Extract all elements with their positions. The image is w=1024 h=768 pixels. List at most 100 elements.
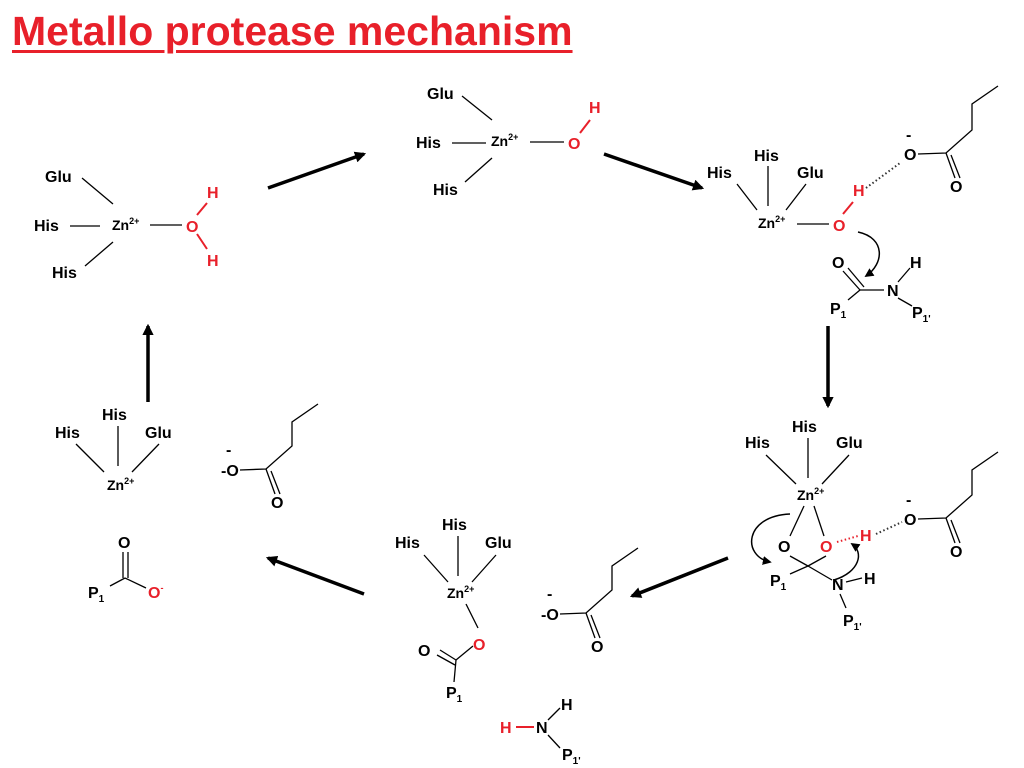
glutamate-carboxylate: - -O O	[221, 403, 319, 512]
zn-o-bond	[789, 505, 805, 537]
page-title: Metallo protease mechanism	[12, 8, 573, 54]
carbonyl-bond	[436, 654, 456, 666]
his-label: His	[34, 218, 59, 235]
his-label: His	[442, 517, 467, 534]
his-label: His	[792, 419, 817, 436]
c-o-bond	[124, 577, 147, 589]
his-label: His	[395, 535, 420, 552]
glutamate-chain	[239, 403, 319, 471]
p1-group: P1	[770, 573, 787, 593]
carbonyl-bond	[590, 614, 601, 639]
glu-label: Glu	[45, 169, 72, 186]
n-h-bond	[897, 267, 911, 283]
carbonyl-bond	[842, 270, 861, 291]
carbonyl-bond	[847, 267, 865, 288]
hydrogen-bond	[836, 535, 859, 543]
o-h-bond	[579, 119, 591, 134]
hydroxide-hydrogen: H	[853, 183, 865, 200]
o-h-bond	[196, 202, 208, 216]
zn-o-bond	[465, 603, 479, 629]
his-zn-bond	[765, 454, 797, 485]
zinc-ion: Zn2+	[758, 214, 785, 231]
transferring-hydrogen: H	[860, 528, 872, 545]
glu-zn-bond	[461, 95, 493, 121]
zinc-ion: Zn2+	[797, 486, 824, 503]
glu-label: Glu	[797, 165, 824, 182]
glu-label: Glu	[485, 535, 512, 552]
glu-zn-bond	[81, 177, 114, 205]
carbonyl-oxygen: O	[591, 639, 603, 656]
c-o-bond	[789, 555, 809, 567]
hydroxide-oxygen: O	[568, 136, 580, 153]
carbonyl-oxygen: O	[950, 179, 962, 196]
carboxylate-charge: -	[547, 586, 552, 603]
hydroxide-hydrogen: H	[589, 100, 601, 117]
electron-arrow	[857, 231, 881, 277]
p1-group: P1	[446, 685, 463, 705]
his-zn-bond	[464, 157, 493, 183]
p1prime-group: P1'	[912, 305, 931, 325]
amine-hydrogen: H	[864, 571, 876, 588]
n-p1prime-bond	[897, 297, 913, 307]
zinc-water-complex: Glu His His Zn2+ O H H	[34, 169, 219, 282]
oxyanion-oxygen: O	[778, 539, 790, 556]
reaction-arrow	[267, 151, 367, 190]
carbonyl-oxygen: O	[418, 643, 430, 660]
water-hydrogen: H	[207, 253, 219, 270]
glu-label: Glu	[836, 435, 863, 452]
carbonyl-bond	[950, 154, 961, 179]
carboxylate-oxygen: -O	[221, 463, 239, 480]
carbonyl-oxygen: O	[118, 535, 130, 552]
glutamate-chain	[917, 85, 999, 155]
his-zn-bond	[423, 554, 449, 583]
zinc-product-complex: His His Glu Zn2+ O O P1	[395, 517, 512, 705]
zinc-ion: Zn2+	[112, 216, 139, 233]
electron-arrow	[750, 513, 791, 565]
p1-group: P1	[88, 585, 105, 605]
electron-arrow	[833, 542, 861, 581]
reaction-arrow	[603, 152, 705, 191]
water-hydrogen: H	[207, 185, 219, 202]
his-zn-bond	[84, 241, 114, 267]
p1-bond	[847, 289, 861, 301]
his-label: His	[707, 165, 732, 182]
glutamate-carboxylate: - -O O	[541, 547, 639, 656]
free-zinc-center: His His Glu Zn2+	[55, 407, 172, 493]
carboxylate-charge: -	[906, 492, 911, 509]
glutamate-chain	[559, 547, 639, 615]
zinc-ion: Zn2+	[107, 476, 134, 493]
carboxylate-oxygen: O	[904, 512, 916, 529]
c-p1-bond	[789, 565, 809, 575]
carboxylate-oxygen: O	[904, 147, 916, 164]
glu-zn-bond	[821, 454, 850, 485]
carbonyl-oxygen: O	[271, 495, 283, 512]
glu-label: Glu	[145, 425, 172, 442]
amine-nitrogen: N	[536, 720, 548, 737]
reaction-arrow	[265, 555, 365, 596]
carboxylate-oxygen: -O	[541, 607, 559, 624]
c-p1-bond	[453, 659, 457, 683]
c-o-bond	[455, 645, 474, 661]
carbonyl-bond	[945, 517, 956, 544]
glutamate-chain	[917, 451, 999, 520]
glu-zn-bond	[471, 554, 497, 583]
amine-nitrogen: N	[832, 577, 844, 594]
amide-nitrogen: N	[887, 283, 899, 300]
zinc-ion: Zn2+	[447, 584, 474, 601]
attacking-oxygen: O	[820, 539, 832, 556]
hydrogen-bond	[875, 521, 903, 535]
his-label: His	[55, 425, 80, 442]
amide-hydrogen: H	[910, 255, 922, 272]
amine-hydrogen: H	[500, 720, 512, 737]
c-n-bond	[807, 565, 833, 581]
tetrahedral-intermediate: His His Glu Zn2+ O O H - O O P1 N H P1'	[745, 419, 999, 633]
his-label: His	[745, 435, 770, 452]
his-label: His	[754, 148, 779, 165]
carbonyl-bond	[265, 468, 276, 495]
glu-label: Glu	[427, 86, 454, 103]
carbonyl-bond	[950, 519, 961, 544]
n-p1prime-bond	[839, 593, 847, 609]
carboxylate-charge: -	[906, 127, 911, 144]
carbonyl-oxygen: O	[950, 544, 962, 561]
